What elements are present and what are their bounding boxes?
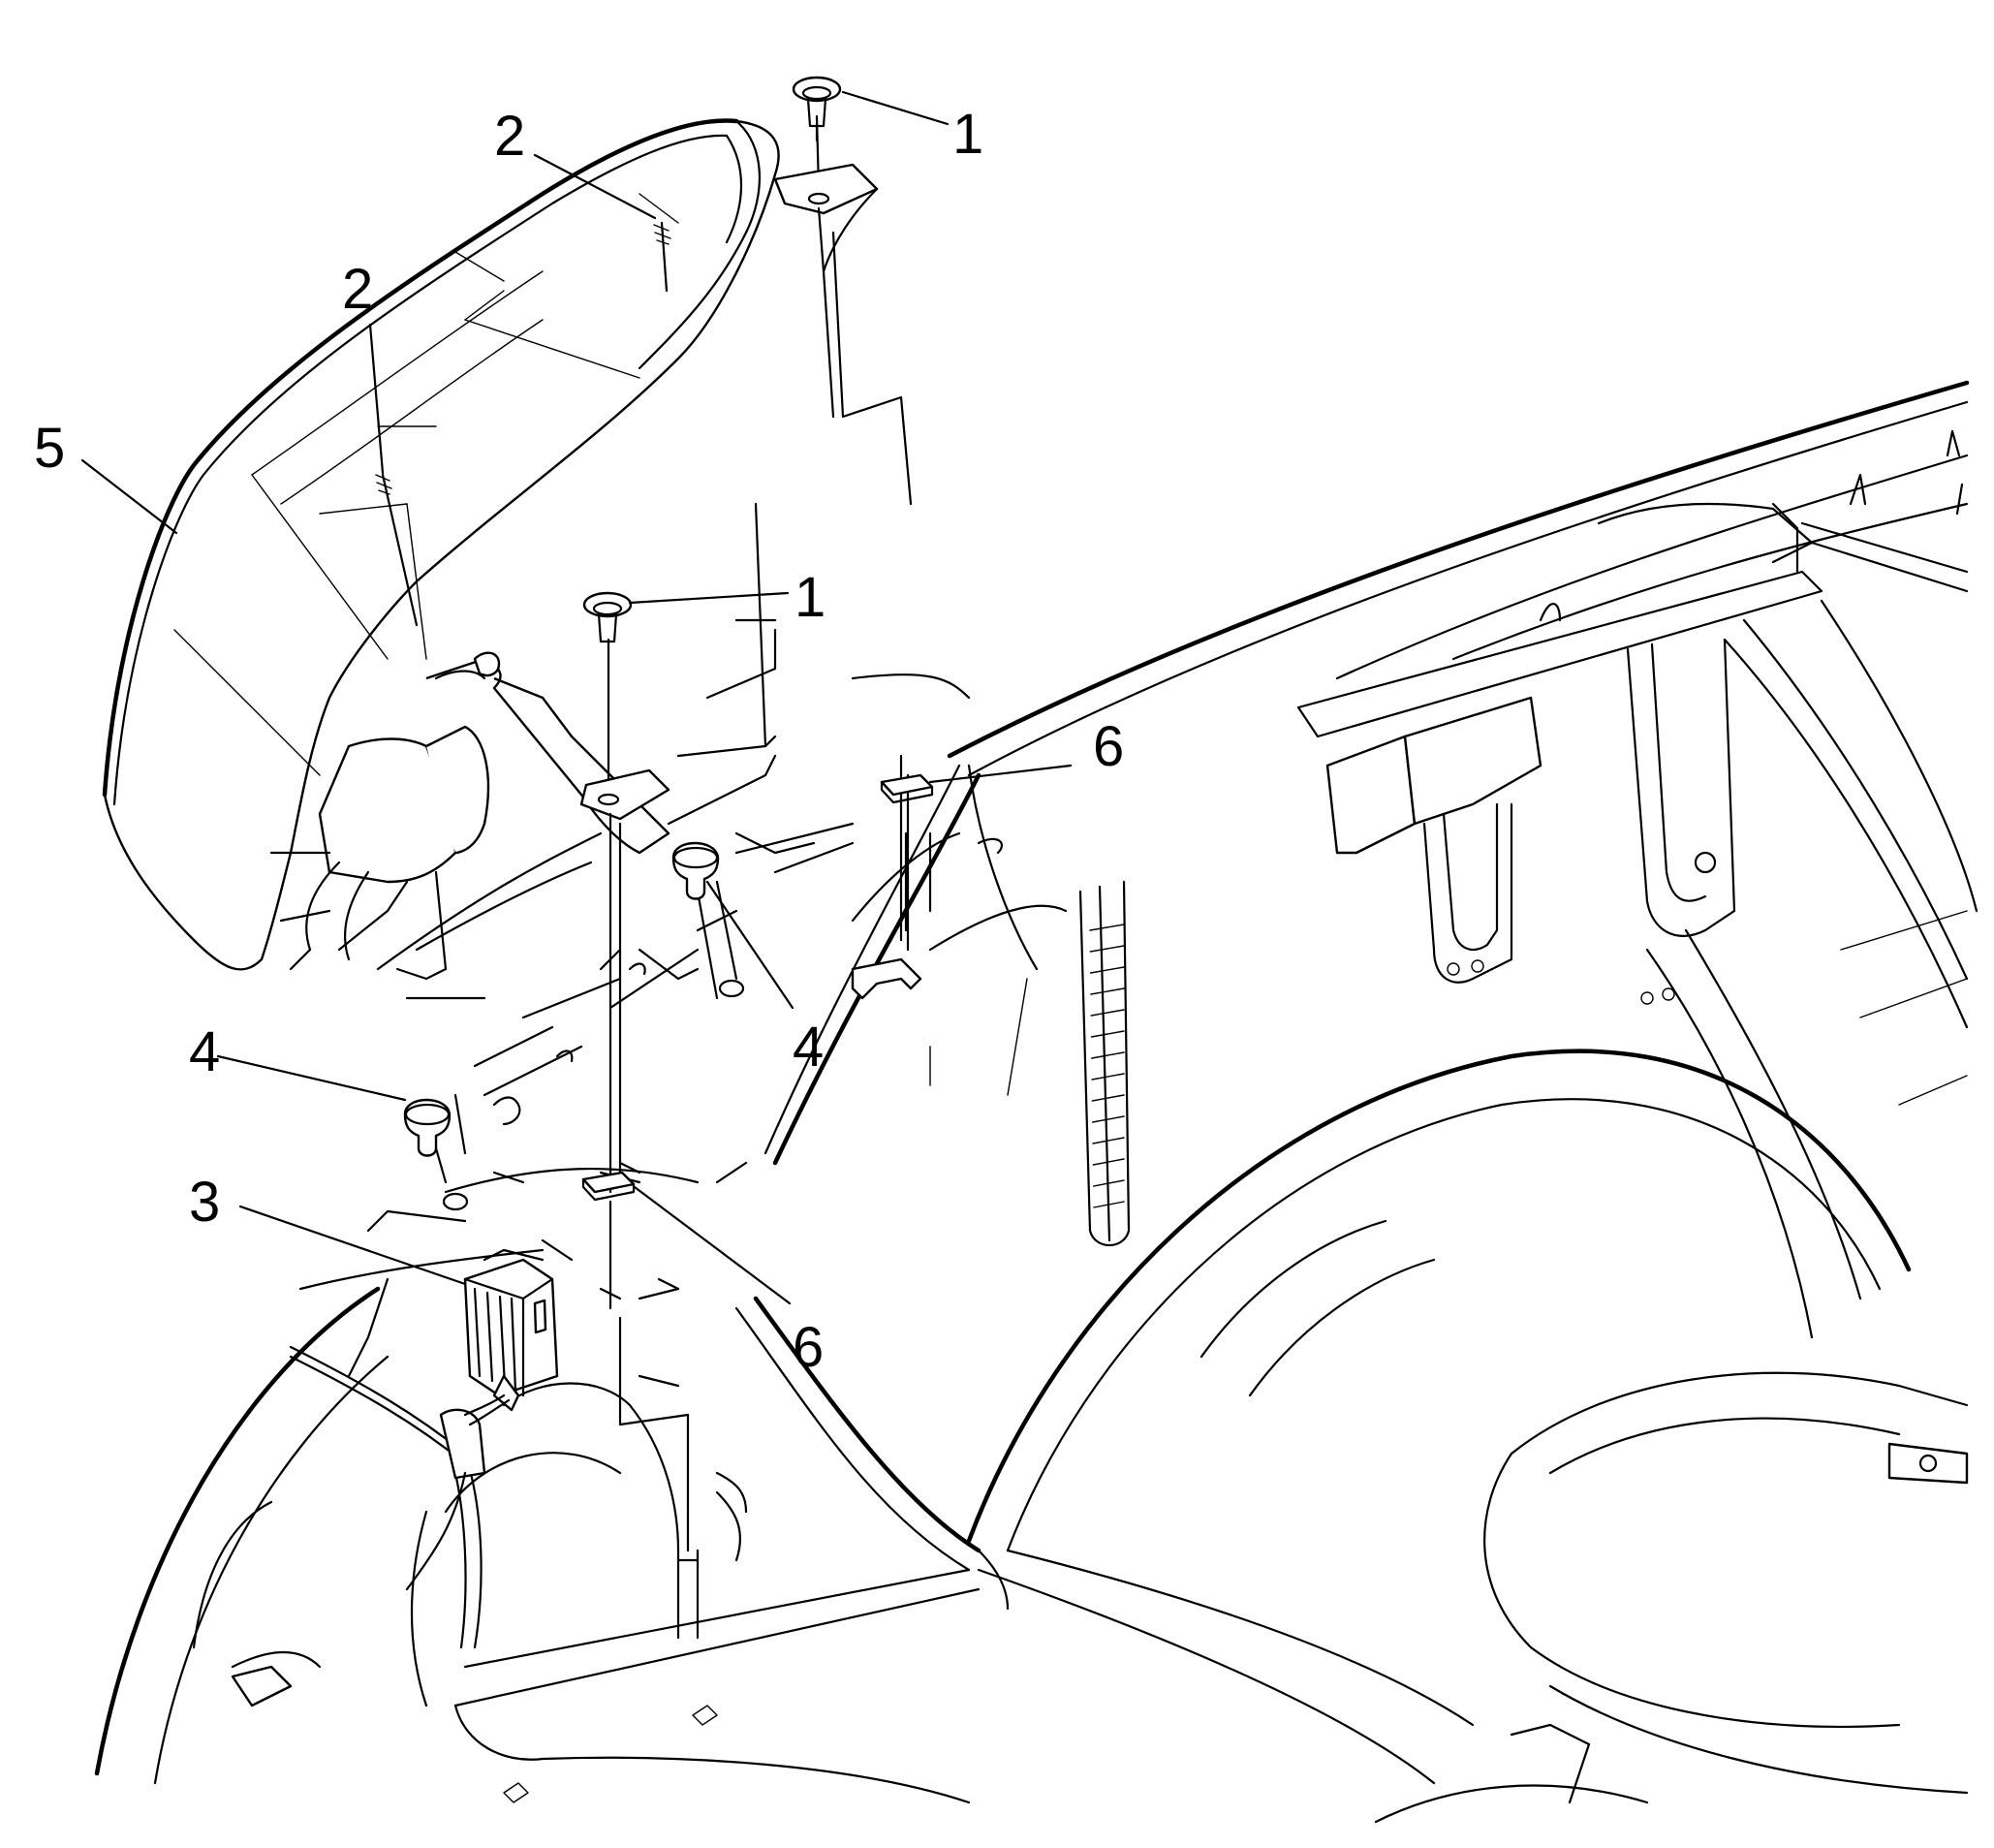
callout-6-upper: 6 [1093, 715, 1124, 778]
callout-4-right: 4 [793, 1016, 824, 1079]
tail-lamp-assembly [102, 118, 780, 971]
callout-6-lower: 6 [793, 1316, 824, 1379]
quarter-trim-panel-outline [376, 231, 981, 1300]
seam-rib [1091, 1051, 1125, 1059]
callout-2-lower: 2 [342, 258, 373, 321]
ribbed-seam [1078, 880, 1131, 1246]
seam-rib [1089, 966, 1125, 974]
lamp-stud-lower [375, 473, 419, 627]
callout-4-left: 4 [189, 1020, 220, 1083]
seam-rib [1089, 924, 1125, 931]
trunk-body-structure [94, 380, 1978, 1824]
seam-rib [1091, 1094, 1125, 1102]
retainer-lower [581, 1171, 636, 1202]
push-pin-middle [582, 591, 633, 643]
seam-rib [1089, 945, 1125, 953]
callout-1-middle: 1 [794, 566, 826, 629]
seam-rib [1091, 1115, 1125, 1123]
grommet-right [671, 841, 720, 900]
callout-5: 5 [34, 417, 65, 480]
seam-rib [1092, 1137, 1125, 1144]
callout-2-upper: 2 [494, 105, 525, 168]
explode-lines [395, 114, 922, 1552]
seam-rib [1091, 1073, 1125, 1081]
callout-1-top: 1 [952, 103, 983, 166]
push-pin-top [792, 76, 842, 142]
seam-rib [1092, 1158, 1125, 1166]
seam-rib [1092, 1179, 1125, 1187]
callout-labels: 1 1 2 2 3 4 4 5 6 6 [34, 103, 1124, 1379]
grommet-left [403, 1098, 452, 1157]
callout-leaders [80, 90, 1073, 1305]
lamp-stud-upper [653, 221, 671, 293]
seam-rib [1090, 1030, 1125, 1038]
seam-rib [1090, 987, 1125, 995]
callout-3: 3 [189, 1171, 220, 1234]
retainer-upper [880, 773, 934, 804]
wiring-connector [463, 1248, 559, 1426]
seam-rib [1090, 1009, 1125, 1017]
seam-rib [1093, 1201, 1125, 1208]
